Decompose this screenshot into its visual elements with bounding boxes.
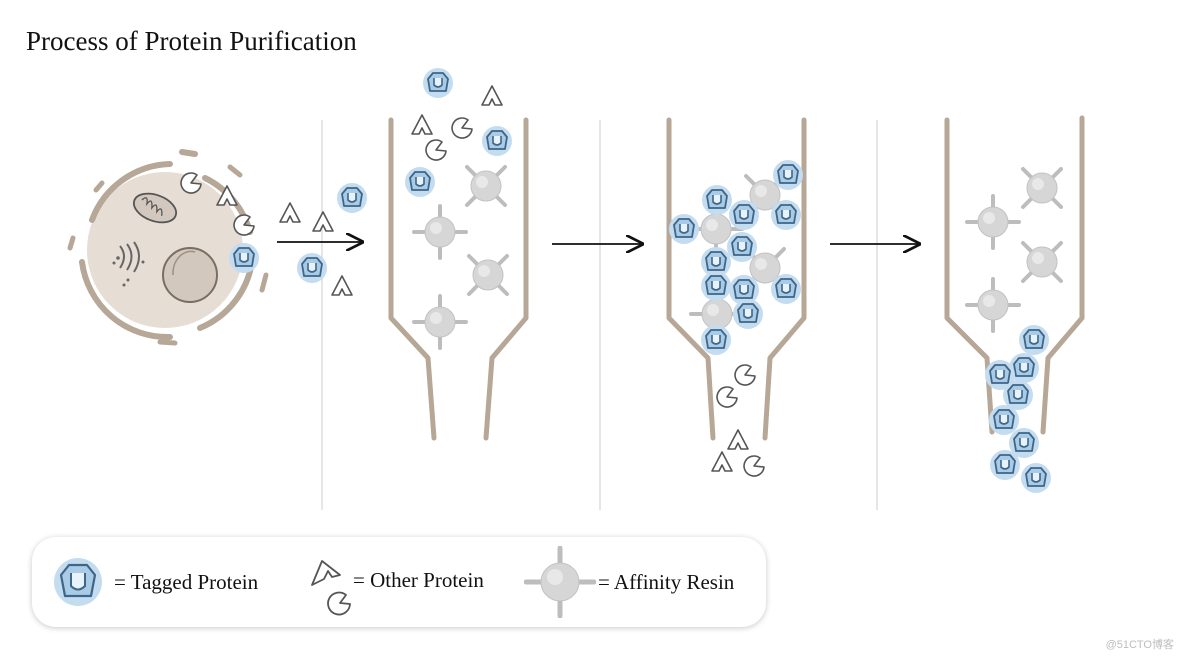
affinity-resin-icon — [465, 165, 507, 207]
other-protein-icon — [451, 117, 473, 139]
other-protein-icon — [734, 364, 756, 386]
column-icon — [666, 117, 807, 441]
cell-icon — [67, 149, 269, 346]
other-protein-icon — [743, 455, 765, 477]
tagged-protein-icon — [700, 270, 732, 302]
page-title: Process of Protein Purification — [26, 26, 357, 56]
tagged-protein-icon — [728, 199, 760, 231]
tagged-protein-icon — [1018, 324, 1050, 356]
legend-other-label: = Other Protein — [353, 568, 484, 592]
other-protein-icon — [481, 85, 503, 106]
other-protein-icon — [311, 560, 351, 616]
affinity-resin-icon — [524, 546, 596, 618]
tagged-protein-icon — [54, 558, 102, 606]
affinity-resin-icon — [965, 277, 1021, 333]
tagged-protein-icon — [228, 242, 260, 274]
legend: = Tagged Protein = Other Protein = Affin… — [32, 537, 766, 627]
column-icon — [388, 117, 529, 441]
tagged-protein-icon — [989, 449, 1021, 481]
tagged-protein-icon — [668, 213, 700, 245]
tagged-protein-icon — [1020, 462, 1052, 494]
tagged-protein-icon — [772, 159, 804, 191]
other-protein-icon — [180, 172, 202, 194]
other-protein-icon — [279, 202, 301, 223]
tagged-protein-icon — [404, 166, 436, 198]
legend-tagged-label: = Tagged Protein — [114, 570, 259, 594]
other-protein-icon — [727, 429, 749, 450]
watermark: @51CTO博客 — [1105, 639, 1174, 651]
tagged-protein-icon — [296, 252, 328, 284]
tagged-protein-icon — [336, 182, 368, 214]
affinity-resin-icon — [412, 294, 468, 350]
other-protein-icon — [331, 275, 353, 296]
affinity-resin-icon — [1021, 167, 1063, 209]
other-protein-icon — [312, 211, 334, 232]
other-protein-icon — [411, 114, 433, 135]
tagged-protein-icon — [770, 273, 802, 305]
legend-resin-label: = Affinity Resin — [598, 570, 735, 594]
other-protein-icon — [425, 139, 447, 161]
other-protein-icon — [711, 451, 733, 472]
other-protein-icon — [233, 214, 255, 236]
affinity-resin-icon — [412, 204, 468, 260]
affinity-resin-icon — [965, 194, 1021, 250]
affinity-resin-icon — [467, 254, 509, 296]
tagged-protein-icon — [422, 67, 454, 99]
tagged-protein-icon — [700, 324, 732, 356]
affinity-resin-icon — [1021, 241, 1063, 283]
tagged-protein-icon — [770, 199, 802, 231]
column-icon — [944, 115, 1085, 435]
tagged-protein-icon — [701, 184, 733, 216]
tagged-protein-icon — [988, 404, 1020, 436]
tagged-protein-icon — [481, 125, 513, 157]
tagged-protein-icon — [726, 231, 758, 263]
tagged-protein-icon — [732, 298, 764, 330]
other-protein-icon — [716, 386, 738, 408]
